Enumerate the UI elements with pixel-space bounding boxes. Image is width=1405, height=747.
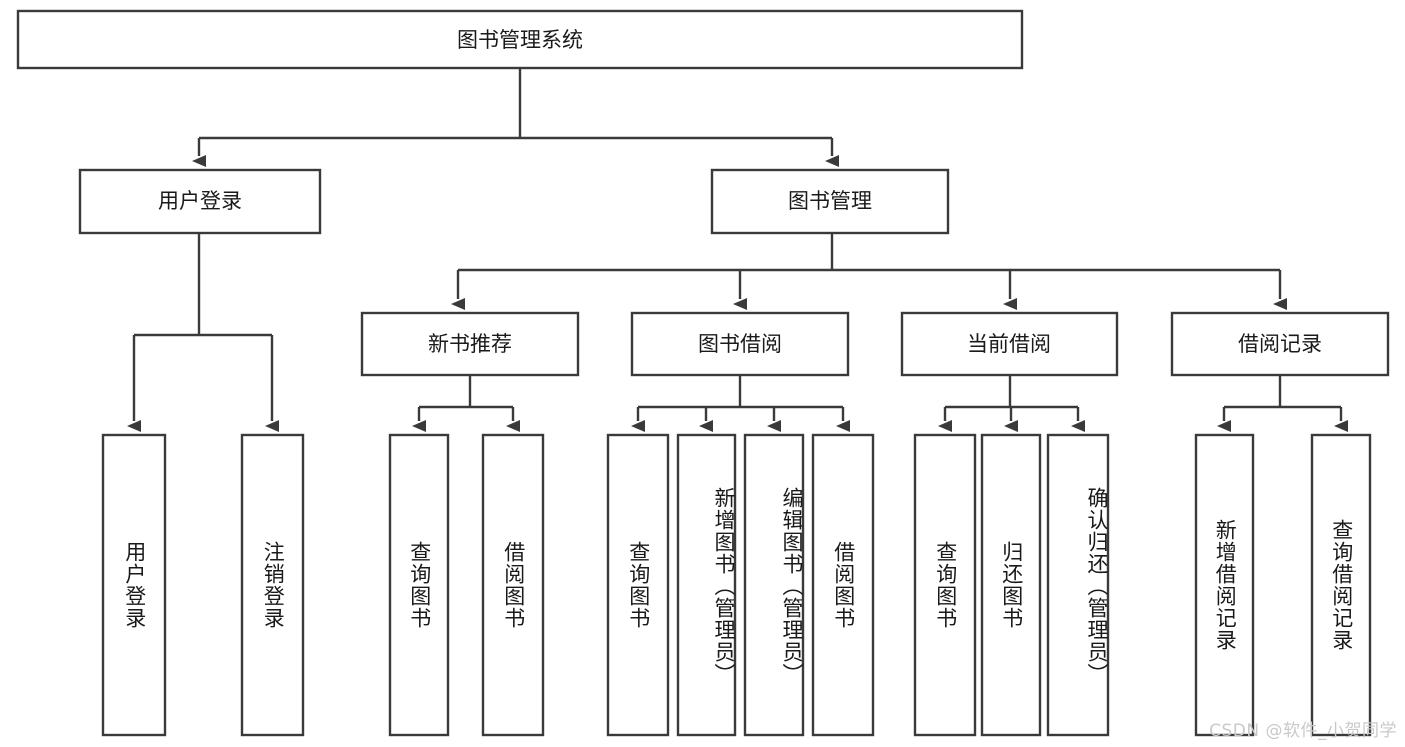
node-borrow-record[interactable]: 借阅记录 (1170, 311, 1390, 377)
node-label-user-login: 用户登录 (158, 189, 242, 213)
node-box-leaf-logout-login[interactable] (240, 433, 305, 737)
node-box-leaf-borrow-book[interactable] (811, 433, 875, 737)
node-box-leaf-query-borrow-record[interactable] (1310, 433, 1372, 737)
node-root[interactable]: 图书管理系统 (16, 9, 1024, 70)
node-label-root: 图书管理系统 (457, 28, 583, 52)
node-label-book-management: 图书管理 (788, 189, 872, 213)
node-box-leaf-query-book-borrow[interactable] (606, 433, 670, 737)
edge-group-book-borrow (631, 375, 850, 432)
node-label-borrow-record: 借阅记录 (1238, 332, 1322, 356)
node-new-book-recommend[interactable]: 新书推荐 (360, 311, 580, 377)
node-box-book-borrow[interactable] (630, 311, 850, 377)
leaf-boxes (101, 433, 1372, 737)
edge-group-user-login (127, 233, 279, 432)
node-box-current-borrow[interactable] (900, 311, 1119, 377)
node-box-borrow-record[interactable] (1170, 311, 1390, 377)
node-box-leaf-query-book-rec[interactable] (388, 433, 450, 737)
node-box-leaf-return-book[interactable] (980, 433, 1042, 737)
node-box-user-login[interactable] (78, 168, 322, 235)
node-box-book-management[interactable] (710, 168, 950, 235)
edge-group-new-book-recommend (412, 375, 520, 432)
edge-group-borrow-record (1217, 375, 1348, 432)
node-box-leaf-add-borrow-record[interactable] (1194, 433, 1255, 737)
node-current-borrow[interactable]: 当前借阅 (900, 311, 1119, 377)
node-user-login[interactable]: 用户登录 (78, 168, 322, 235)
edge-group-current-borrow (938, 375, 1085, 432)
node-box-new-book-recommend[interactable] (360, 311, 580, 377)
node-label-new-book-recommend: 新书推荐 (428, 332, 512, 356)
node-box-leaf-edit-book[interactable] (743, 433, 805, 737)
node-box-leaf-borrow-book-rec[interactable] (481, 433, 545, 737)
node-box-leaf-user-login[interactable] (101, 433, 167, 737)
node-label-current-borrow: 当前借阅 (967, 332, 1051, 356)
edge-group-book-management (451, 233, 1287, 310)
node-box-leaf-confirm-return[interactable] (1046, 433, 1110, 737)
node-book-borrow[interactable]: 图书借阅 (630, 311, 850, 377)
node-label-book-borrow: 图书借阅 (698, 332, 782, 356)
edge-group-root (192, 68, 839, 167)
node-box-root[interactable] (16, 9, 1024, 70)
node-box-leaf-query-book-current[interactable] (913, 433, 977, 737)
csdn-watermark: CSDN @软件_小贺同学 (1209, 721, 1397, 741)
node-box-leaf-add-book[interactable] (676, 433, 737, 737)
node-book-management[interactable]: 图书管理 (710, 168, 950, 235)
